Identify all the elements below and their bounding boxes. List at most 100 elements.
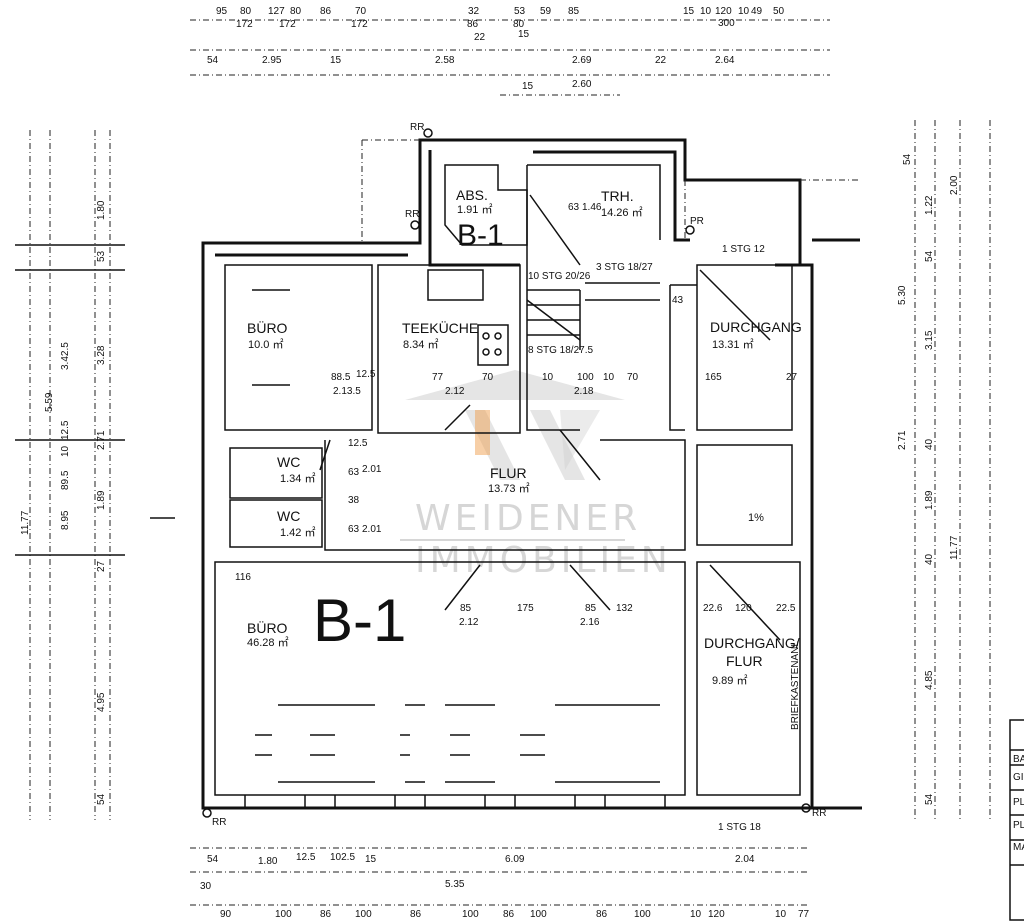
dimension-label: 11.77: [20, 510, 31, 535]
unit-label-large: B-1: [313, 587, 406, 654]
room-name: TEEKÜCHE: [402, 319, 478, 336]
dimension-label: 10: [700, 6, 712, 17]
dimension-label: 53: [514, 6, 526, 17]
dimension-label: 54: [207, 55, 219, 66]
dimension-label: 2.16: [580, 617, 600, 628]
dimension-label: 12.5: [296, 852, 316, 863]
dimension-label: 54: [96, 793, 107, 805]
dimension-label: 172: [236, 19, 253, 30]
dimension-label: 5.59: [44, 392, 55, 412]
dimension-label: 77: [798, 909, 810, 920]
dimension-label: 88.5: [331, 372, 351, 383]
walls: [201, 138, 862, 810]
room-flur: FLUR 13.73 ㎡: [488, 465, 530, 495]
dimension-label: 89.5: [60, 470, 71, 490]
dimension-label: 2.12: [459, 617, 479, 628]
dimension-label: 43: [672, 295, 684, 306]
dimension-label: 15: [330, 55, 342, 66]
dimension-label: 63: [348, 524, 360, 535]
dimension-label: 10: [60, 445, 71, 457]
dimension-label: 2.71: [897, 430, 908, 450]
dimension-label: 10: [738, 6, 750, 17]
dimension-label: 175: [517, 603, 534, 614]
dimension-label: 49: [751, 6, 763, 17]
room-name: BÜRO: [247, 319, 288, 336]
title-block-label: MA FO: [1013, 842, 1024, 853]
room-area: 13.31 ㎡: [712, 338, 754, 351]
dimension-label: 86: [467, 19, 479, 30]
dimension-label: 2.13.5: [333, 386, 361, 397]
title-block-labels: BAGIPLPLMA FO: [1013, 754, 1024, 853]
room-name: ABS.: [456, 187, 488, 203]
dimension-label: 27: [96, 560, 107, 572]
dimension-label: 90: [220, 909, 232, 920]
dimension-label: 172: [351, 19, 368, 30]
stair-label: 3 STG 18/27: [596, 262, 653, 273]
dimension-label: 85: [568, 6, 580, 17]
dimension-label: 2.01: [362, 524, 382, 535]
stair-label: 8 STG 18/27.5: [528, 345, 593, 356]
dimension-label: 165: [705, 372, 722, 383]
room-name: DURCHGANG/: [704, 635, 800, 651]
room-buero-large: BÜRO 46.28 ㎡ B-1: [247, 587, 406, 654]
room-area: 13.73 ㎡: [488, 482, 530, 495]
dimension-label: 102.5: [330, 852, 355, 863]
room-wc-1: WC 1.34 ㎡: [277, 454, 315, 485]
rr-markers: RR RR RR RR PR: [202, 122, 826, 828]
dimension-label: 15: [522, 81, 534, 92]
room-buero-small: BÜRO 10.0 ㎡: [247, 319, 288, 351]
dimension-label: 1.89: [924, 490, 935, 510]
dimension-label: 53: [96, 250, 107, 262]
dimension-label: 54: [902, 153, 913, 165]
room-name: DURCHGANG: [710, 319, 802, 335]
dimension-label: 120: [715, 6, 732, 17]
room-area: 1.91 ㎡: [457, 203, 492, 216]
dimension-label: 4.95: [96, 692, 107, 712]
dimension-label: 86: [320, 909, 332, 920]
dimension-label: 40: [924, 553, 935, 565]
dimension-label: 12.5: [60, 420, 71, 440]
dimension-label: 3.42.5: [60, 342, 71, 370]
dimension-label: 2.71: [96, 430, 107, 450]
dimension-label: 80: [240, 6, 252, 17]
dimension-label: 2.95: [262, 55, 282, 66]
room-durchgang: DURCHGANG 13.31 ㎡: [710, 319, 802, 351]
dimension-label: 38: [348, 495, 360, 506]
dimension-label: 2.04: [735, 854, 755, 865]
dimension-label: 4.85: [924, 670, 935, 690]
dimension-label: 10: [690, 909, 702, 920]
dimension-label: 85: [585, 603, 597, 614]
stair-label: 1 STG 18: [718, 822, 761, 833]
dimension-label: 100: [462, 909, 479, 920]
stair-label: 1 STG 12: [722, 244, 765, 255]
dimension-label: 59: [540, 6, 552, 17]
dimension-label: 70: [355, 6, 367, 17]
dimension-label: 300: [718, 18, 735, 29]
dimension-label: 10: [542, 372, 554, 383]
title-block: [1009, 719, 1024, 921]
dimension-label: 27: [786, 372, 798, 383]
dimension-label: 3.15: [924, 330, 935, 350]
dimension-label: 63: [348, 467, 360, 478]
dimension-label: 1.89: [96, 490, 107, 510]
dimension-label: 70: [627, 372, 639, 383]
room-name: WC: [277, 508, 300, 524]
dimension-label: 12.5: [348, 438, 368, 449]
rr-label: RR: [812, 808, 826, 819]
dimension-label: 1.22: [924, 195, 935, 215]
dimension-label: 70: [482, 372, 494, 383]
dimension-label: 100: [275, 909, 292, 920]
dimension-label: 5.30: [897, 285, 908, 305]
unit-label-small: B-1: [457, 219, 504, 252]
watermark-logo: [405, 370, 625, 480]
dimension-label: 11.77: [949, 535, 960, 560]
dimension-label: 54: [207, 854, 219, 865]
dimension-label: 127: [268, 6, 285, 17]
small-room-label: 1%: [748, 512, 764, 524]
dimension-label: 8.95: [60, 510, 71, 530]
dimension-label: 86: [596, 909, 608, 920]
title-block-label: PL: [1013, 820, 1024, 831]
room-area: 10.0 ㎡: [248, 338, 283, 351]
dimension-label: 86: [503, 909, 515, 920]
title-block-label: PL: [1013, 797, 1024, 808]
